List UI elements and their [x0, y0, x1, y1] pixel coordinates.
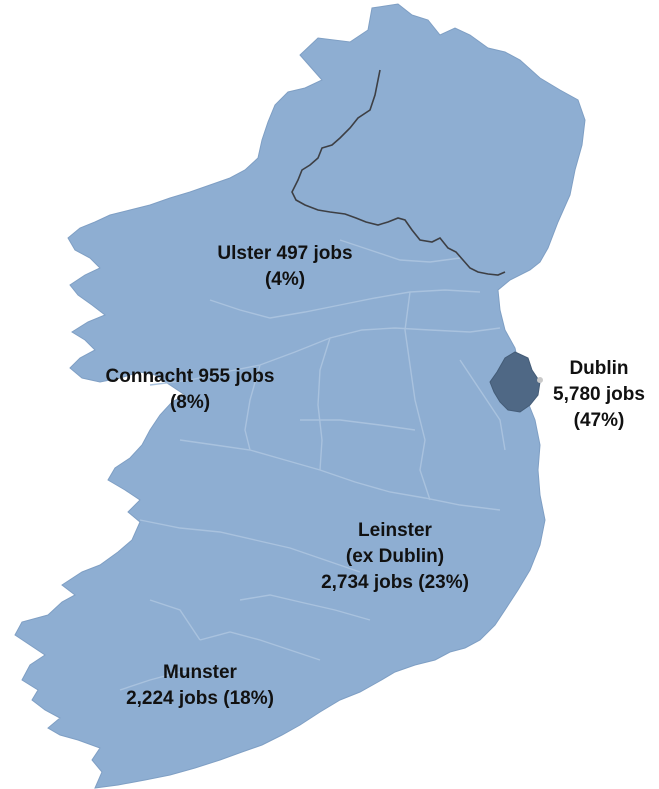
dublin-label: Dublin 5,780 jobs (47%)	[540, 356, 658, 434]
connacht-percent-text: (8%)	[169, 392, 211, 413]
connacht-label: Connacht 955 jobs (8%)	[80, 364, 300, 416]
leinster-name-text: Leinster	[358, 520, 432, 541]
munster-name-text: Munster	[163, 662, 237, 683]
ulster-label: Ulster 497 jobs (4%)	[185, 241, 385, 293]
leinster-label: Leinster (ex Dublin) 2,734 jobs (23%)	[295, 518, 495, 596]
dublin-name-text: Dublin	[569, 358, 629, 379]
ulster-percent-text: (4%)	[264, 269, 306, 290]
ireland-landmass	[14, 3, 586, 789]
leinster-jobs-text: 2,734 jobs (23%)	[321, 572, 469, 593]
munster-label: Munster 2,224 jobs (18%)	[100, 660, 300, 712]
connacht-jobs-text: Connacht 955 jobs	[105, 366, 275, 387]
border-line	[291, 69, 506, 276]
dublin-region	[489, 351, 541, 413]
dublin-jobs-text: 5,780 jobs	[553, 384, 645, 405]
dublin-marker	[537, 377, 543, 383]
munster-jobs-text: 2,224 jobs (18%)	[126, 688, 274, 709]
county-boundaries	[119, 239, 506, 691]
ulster-jobs-text: Ulster 497 jobs	[217, 243, 353, 264]
dublin-percent-text: (47%)	[573, 410, 625, 431]
leinster-sub-text: (ex Dublin)	[345, 546, 445, 567]
